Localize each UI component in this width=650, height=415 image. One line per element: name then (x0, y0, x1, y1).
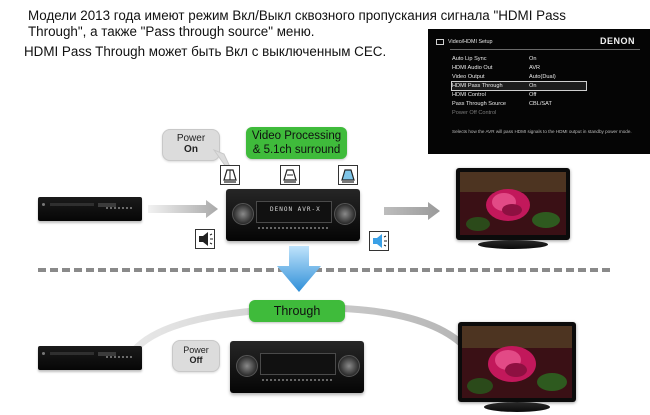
osd-row: HDMI Audio Out AVR (452, 64, 612, 72)
monitor-icon (436, 39, 444, 45)
header-line-1: Модели 2013 года имеют режим Вкл/Выкл ск… (28, 8, 566, 24)
processing-line-2: & 5.1ch surround (246, 143, 347, 157)
arrow-right-icon (384, 200, 442, 222)
processing-line-1: Video Processing (246, 129, 347, 143)
through-label: Through (249, 300, 345, 322)
av-receiver: DENON AVR-X (226, 189, 360, 241)
osd-footer: Selects how the AVR will pass HDMI signa… (452, 129, 638, 135)
power-state-off: Off (173, 355, 219, 365)
osd-row-label: HDMI Pass Through (452, 82, 503, 90)
television (458, 322, 576, 414)
power-label: Power (173, 345, 219, 355)
blue-down-arrow-icon (277, 246, 321, 294)
speaker-icon (195, 229, 215, 249)
osd-row-label: Auto Lip Sync (452, 55, 487, 63)
power-off-callout: Power Off (172, 340, 220, 372)
avr-display: DENON AVR-X (270, 206, 321, 213)
blu-ray-player (38, 346, 142, 370)
osd-row: Auto Lip Sync On (452, 55, 612, 63)
arrow-right-icon (148, 198, 220, 220)
osd-row-label: Power Off Control (452, 109, 496, 117)
osd-row-label: Video Output (452, 73, 485, 81)
osd-brand: DENON (600, 36, 635, 46)
speaker-icon (369, 231, 389, 251)
osd-row-value: On (529, 82, 536, 90)
header-line-2: Through", а также "Pass through source" … (28, 24, 315, 40)
osd-title: Video/HDMI Setup (448, 39, 493, 45)
screen-icon (338, 165, 358, 185)
power-label: Power (163, 133, 219, 144)
osd-row-value: Off (529, 91, 536, 99)
osd-row-label: HDMI Audio Out (452, 64, 492, 72)
video-processing-callout: Video Processing & 5.1ch surround (246, 127, 347, 159)
osd-row-value: Auto(Dual) (529, 73, 556, 81)
hdmi-icon (280, 165, 300, 185)
osd-row: HDMI Control Off (452, 91, 612, 99)
osd-row-label: HDMI Control (452, 91, 486, 99)
header-line-3: HDMI Pass Through может быть Вкл с выклю… (24, 44, 386, 60)
osd-row-value: On (529, 55, 536, 63)
television (456, 168, 570, 250)
osd-row-value: CBL/SAT (529, 100, 552, 108)
osd-row: Video Output Auto(Dual) (452, 73, 612, 81)
blu-ray-player (38, 197, 142, 221)
osd-row: Pass Through Source CBL/SAT (452, 100, 612, 108)
osd-row: HDMI Pass Through On (452, 82, 586, 90)
section-divider (38, 268, 610, 272)
osd-divider (450, 49, 640, 50)
osd-row-value: AVR (529, 64, 540, 72)
osd-row: Power Off Control (452, 109, 612, 117)
osd-row-label: Pass Through Source (452, 100, 506, 108)
screen-icon (220, 165, 240, 185)
av-receiver (230, 341, 364, 393)
